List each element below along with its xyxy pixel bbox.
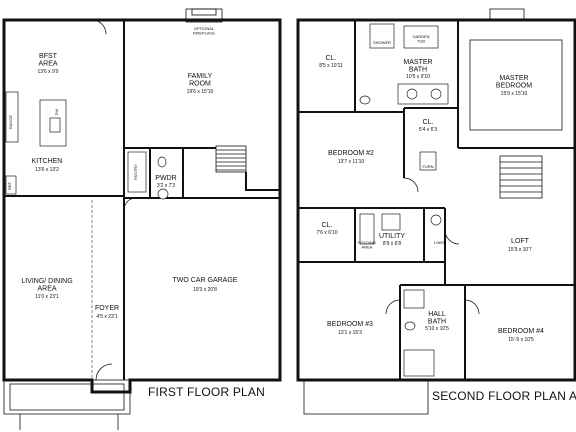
dim-loft: 15'9 x 10'7 [508, 247, 532, 253]
label-dw: DW [54, 108, 59, 115]
front-door-swing [95, 363, 113, 381]
bed3-door-swing [385, 299, 401, 315]
room-name-garage: TWO CAR GARAGE [173, 277, 238, 284]
pwdr-toilet [157, 156, 167, 168]
dim-cl1: 8'5 x 10'11 [319, 63, 343, 69]
label-pantry: PANTRY [133, 164, 138, 180]
loft-door-swing [444, 229, 460, 245]
room-name-cl1: CL. [326, 55, 337, 62]
room-name-loft: LOFT [511, 238, 530, 245]
water-heater [430, 214, 442, 226]
hall-bath-toilet [404, 321, 416, 331]
garage-entry-swing [123, 197, 137, 211]
bed2-door-swing [403, 177, 419, 193]
label-bfst: BFST [39, 53, 58, 60]
dim-utility: 8'9 x 6'8 [383, 241, 402, 247]
room-name-cl2: CL. [423, 119, 434, 126]
pwdr-sink [157, 188, 169, 200]
pantry-shelves [127, 151, 147, 193]
dim-living: 11'0 x 23'1 [35, 294, 59, 300]
label-range: RANGE [8, 115, 13, 130]
room-name-bed2: BEDROOM #2 [328, 150, 374, 157]
room-name-foyer: FOYER [95, 305, 119, 312]
garden-tub [403, 25, 439, 49]
room-name-bed4: BEDROOM #4 [498, 328, 544, 335]
front-porch [3, 379, 131, 415]
dim-cl2: 5'4 x 6'3 [419, 127, 438, 133]
porch-inner-line [9, 383, 125, 411]
rear-door-swing [91, 19, 107, 35]
kitchen-counter [5, 91, 19, 143]
second-floor-title: SECOND FLOOR PLAN A [432, 389, 576, 403]
kitchen-sink [49, 117, 61, 133]
dim-garage: 19'3 x 20'8 [193, 287, 217, 293]
second-floor-stairs [499, 155, 543, 199]
shower [369, 23, 395, 49]
dim-master-bed: 15'9 x 15'10 [501, 91, 528, 97]
first-floor-stairs [215, 145, 280, 191]
dim-bed4: 15'-9 x 10'5 [508, 337, 534, 343]
hall-bath-sink [403, 289, 425, 309]
vanity-sink-left [406, 88, 418, 100]
first-floor-title: FIRST FLOOR PLAN [148, 385, 265, 399]
dim-kitchen: 13'6 x 13'2 [35, 167, 59, 173]
furnace [419, 151, 437, 171]
dim-hall-bath: 5'10 x 10'5 [425, 326, 449, 332]
room-name-kitchen: KITCHEN [32, 158, 63, 165]
hall-bath-tub [403, 349, 435, 377]
room-name-utility: UTILITY [379, 233, 405, 240]
dim-cl3: 7'6 x 6'10 [316, 230, 337, 236]
dim-pwdr: 3'2 x 7'3 [157, 183, 176, 189]
dim-master-bath: 10'5 x 9'10 [406, 74, 430, 80]
second-floor-exterior-wall [296, 18, 576, 382]
label-shower: SHOWER [373, 40, 391, 45]
label-linen: LINEN [434, 240, 446, 245]
tray-ceiling [469, 39, 563, 131]
dim-foyer: 4'5 x 23'1 [96, 314, 117, 320]
room-name-cl3: CL. [322, 222, 333, 229]
room-name-bed3: BEDROOM #3 [327, 321, 373, 328]
utility-sink [381, 213, 401, 231]
folding-area [359, 213, 375, 245]
fireplace-firebox [191, 8, 217, 16]
first-floor-exterior-wall [2, 18, 282, 394]
refrigerator [5, 175, 17, 195]
label-furn: FURN [422, 164, 433, 169]
master-toilet [359, 95, 371, 105]
label-ref: REF [7, 181, 12, 190]
dim-bfst: 13'6 x 9'0 [37, 69, 58, 75]
dim-bed3: 13'1 x 15'3 [338, 330, 362, 336]
porch-roof-outline [303, 379, 429, 415]
dim-family: 19'6 x 15'10 [187, 89, 214, 95]
room-name-pwdr: PWDR [155, 175, 176, 182]
dim-bed2: 13'7 x 11'10 [338, 159, 365, 165]
bed4-door-swing [464, 299, 480, 315]
vanity-sink-right [430, 88, 442, 100]
